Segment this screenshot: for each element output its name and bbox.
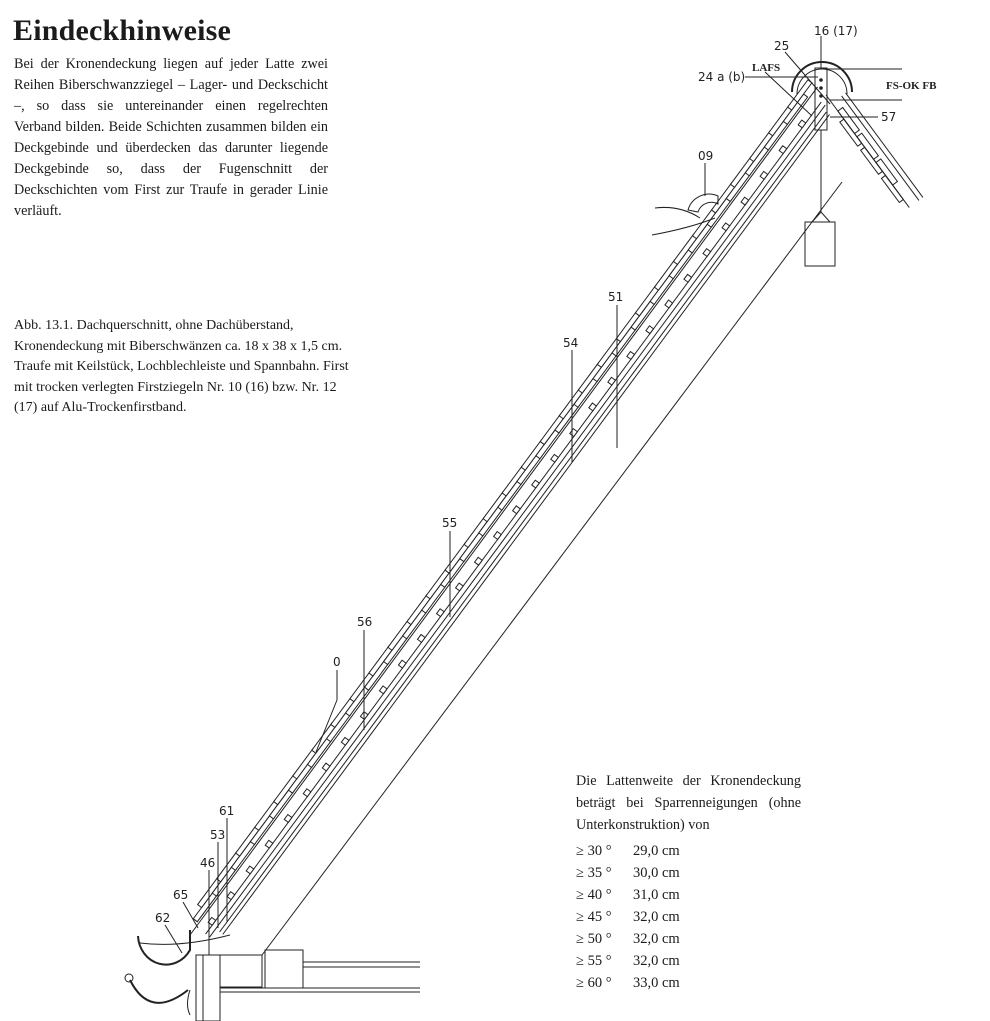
- label-54: 54: [563, 336, 578, 350]
- batten: [473, 556, 483, 566]
- label-51: 51: [608, 290, 623, 304]
- batten: [683, 273, 693, 283]
- angle: ≥ 55 °: [576, 953, 612, 969]
- tile-surface-line: [189, 86, 818, 936]
- table-row: ≥ 40 ° 31,0 cm: [576, 884, 680, 906]
- batten: [645, 325, 655, 335]
- batten: [740, 196, 750, 206]
- membrane-line: [219, 111, 827, 933]
- batten: [226, 891, 236, 901]
- table-row: ≥ 55 ° 32,0 cm: [576, 950, 680, 972]
- label-46: 46: [200, 856, 215, 870]
- spacing: 31,0 cm: [633, 887, 680, 903]
- label-25: 25: [774, 39, 789, 53]
- batten: [264, 839, 274, 849]
- angle: ≥ 35 °: [576, 865, 612, 881]
- batten: [454, 582, 464, 592]
- spacing: 32,0 cm: [633, 953, 680, 969]
- batten: [492, 530, 502, 541]
- ridge-weight-box: [804, 221, 836, 267]
- intro-paragraph: Bei der Kronendeckung liegen auf jeder L…: [14, 56, 328, 219]
- counter-batten-line: [209, 104, 826, 938]
- spacing: 32,0 cm: [633, 931, 680, 947]
- label-09: 09: [698, 149, 713, 163]
- batten: [283, 813, 293, 824]
- label-53: 53: [210, 828, 225, 842]
- table-row: ≥ 35 ° 30,0 cm: [576, 862, 680, 884]
- roof-slope: [189, 79, 830, 938]
- label-24a-b: 24 a (b): [698, 70, 745, 84]
- batten: [321, 762, 331, 772]
- angle: ≥ 60 °: [576, 975, 612, 991]
- table-row: ≥ 30 ° 29,0 cm: [576, 840, 680, 862]
- batten: [778, 145, 788, 155]
- spacing: 29,0 cm: [633, 843, 680, 859]
- batten: [302, 788, 312, 798]
- batten-spacing-table: ≥ 30 ° 29,0 cm ≥ 35 ° 30,0 cm ≥ 40 ° 31,0 c…: [576, 840, 680, 994]
- tile-group: [192, 79, 813, 926]
- batten: [626, 350, 636, 361]
- rafter-underside-line: [261, 181, 843, 956]
- label-56: 56: [357, 615, 372, 629]
- vent-element: [687, 193, 719, 213]
- label-lafs: LAFS: [752, 62, 780, 74]
- label-55: 55: [442, 516, 457, 530]
- eaves-structure: [124, 930, 420, 1021]
- leader-lines: [164, 36, 902, 955]
- batten: [207, 916, 217, 926]
- angle: ≥ 50 °: [576, 931, 612, 947]
- label-61: 61: [219, 804, 234, 818]
- batten: [416, 633, 426, 643]
- batten: [378, 685, 388, 695]
- spacing: 33,0 cm: [633, 975, 680, 991]
- angle: ≥ 30 °: [576, 843, 612, 859]
- batten: [397, 659, 407, 669]
- batten: [550, 453, 560, 463]
- spacing: 32,0 cm: [633, 909, 680, 925]
- angle: ≥ 40 °: [576, 887, 612, 903]
- label-57: 57: [881, 110, 896, 124]
- batten: [511, 505, 521, 515]
- batten: [721, 222, 731, 232]
- gutter: [137, 930, 191, 966]
- table-row: ≥ 60 ° 33,0 cm: [576, 972, 680, 994]
- roof-slope-right: [825, 92, 924, 208]
- page-heading: Eindeckhinweise: [13, 14, 232, 47]
- batten: [569, 428, 579, 438]
- spacing: 30,0 cm: [633, 865, 680, 881]
- batten: [588, 402, 598, 412]
- ridge-tile: [791, 61, 853, 93]
- batten: [435, 608, 445, 618]
- angle: ≥ 45 °: [576, 909, 612, 925]
- batten: [340, 736, 350, 746]
- batten: [664, 299, 674, 309]
- batten-spacing-intro: Die Lattenweite der Kronendeckung beträg…: [576, 773, 801, 833]
- figure-caption: Abb. 13.1. Dachquerschnitt, ohne Dachübe…: [14, 318, 349, 416]
- table-row: ≥ 45 ° 32,0 cm: [576, 906, 680, 928]
- rafter-top-line: [222, 114, 830, 935]
- batten: [797, 119, 807, 129]
- table-row: ≥ 50 ° 32,0 cm: [576, 928, 680, 950]
- label-16-17: 16 (17): [814, 24, 858, 38]
- batten: [607, 376, 617, 386]
- batten: [531, 479, 540, 489]
- batten: [702, 247, 712, 258]
- batten: [245, 865, 255, 875]
- batten: [759, 170, 769, 180]
- label-65: 65: [173, 888, 188, 902]
- label-fs-ok-fb: FS-OK FB: [886, 80, 937, 92]
- label-62: 62: [155, 911, 170, 925]
- label-0: 0: [333, 655, 341, 669]
